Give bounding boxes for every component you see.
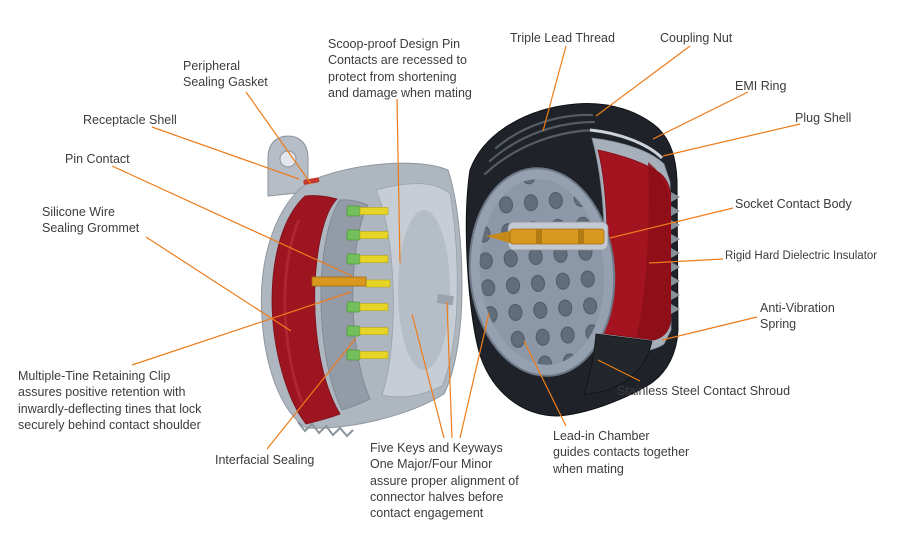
label-emi-ring: EMI Ring <box>735 79 787 93</box>
rear-accessory-teeth <box>297 421 354 438</box>
leader-five-keys-b <box>446 301 453 439</box>
center-gold-contact <box>311 276 367 287</box>
socket-contact-band <box>578 229 584 244</box>
stainless-contact-shroud <box>583 333 653 396</box>
emi-ring-band <box>589 128 664 160</box>
leader-pin-contact <box>111 165 353 277</box>
label-coupling-nut: Coupling Nut <box>660 31 733 45</box>
socket-contact-tip <box>486 231 510 243</box>
label-peripheral-sealing-gasket: Peripheral Sealing Gasket <box>183 59 268 90</box>
label-interfacial-sealing: Interfacial Sealing <box>215 453 315 467</box>
grommet-highlight <box>283 219 304 403</box>
pin-contacts <box>359 207 391 359</box>
anti-vibration-spring-teeth <box>671 192 680 314</box>
leader-peripheral-sealing-gasket <box>245 91 312 185</box>
label-triple-lead-thread: Triple Lead Thread <box>510 31 615 45</box>
leader-scoop-proof <box>396 98 401 264</box>
cavity-shadow <box>398 210 450 370</box>
leader-five-keys-c <box>459 312 490 439</box>
label-socket-contact-body: Socket Contact Body <box>735 197 852 211</box>
leader-receptacle-shell <box>151 126 300 180</box>
leader-dielectric-insulator <box>648 258 724 264</box>
label-five-keys-and-keyways: Five Keys and Keyways One Major/Four Min… <box>370 441 519 520</box>
leader-emi-ring <box>652 91 749 140</box>
leader-socket-contact-body <box>609 207 734 239</box>
leader-silicone-grommet <box>145 236 292 332</box>
leader-coupling-nut <box>595 45 691 117</box>
label-rigid-hard-dielectric-insulator: Rigid Hard Dielectric Insulator <box>725 250 878 262</box>
label-stainless-steel-contact-shroud: Stainless Steel Contact Shroud <box>617 384 791 398</box>
leader-retaining-clip <box>131 291 352 366</box>
label-pin-contact: Pin Contact <box>65 152 130 166</box>
leader-five-keys-a <box>411 313 445 439</box>
leader-anti-vibration-spring <box>661 316 758 341</box>
socket-contact-band <box>536 229 542 244</box>
socket-contact-body-part <box>509 228 605 245</box>
leader-contact-shroud <box>597 359 641 382</box>
label-silicone-wire-sealing-grommet: Silicone Wire Sealing Grommet <box>42 205 140 236</box>
label-plug-shell: Plug Shell <box>795 111 852 125</box>
label-multiple-tine-retaining-clip: Multiple-Tine Retaining Clip assures pos… <box>18 369 202 432</box>
leader-interfacial-sealing <box>266 337 357 450</box>
leader-plug-shell <box>662 123 801 157</box>
label-lead-in-chamber: Lead-in Chamber guides contacts together… <box>553 429 690 476</box>
label-anti-vibration-spring: Anti-Vibration Spring <box>760 301 835 332</box>
keyway-notch <box>436 294 454 306</box>
leader-lead-in-chamber <box>523 340 567 427</box>
receptacle-illustration <box>260 135 463 438</box>
label-scoop-proof-design: Scoop-proof Design Pin Contacts are rece… <box>328 37 472 100</box>
leader-lines <box>111 45 801 450</box>
leader-triple-lead-thread <box>542 45 567 132</box>
plug-illustration <box>465 103 680 417</box>
triple-lead-thread-ridges <box>483 113 598 176</box>
label-receptacle-shell: Receptacle Shell <box>83 113 177 127</box>
retaining-clips <box>346 205 361 361</box>
insulator-shade <box>636 162 671 340</box>
